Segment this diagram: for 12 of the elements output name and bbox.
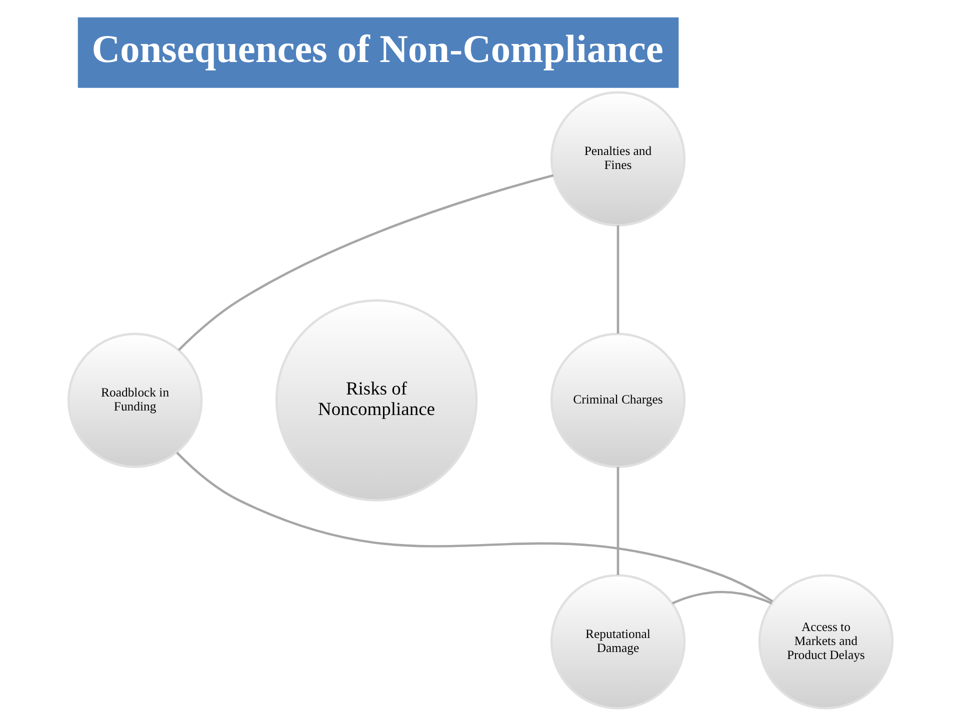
connector	[176, 452, 773, 602]
diagram-title: Consequences of Non-Compliance	[91, 28, 663, 72]
node-circle: Risks of Noncompliance	[274, 299, 478, 502]
connector	[616, 466, 619, 575]
node-circle: Penalties and Fines	[550, 91, 686, 226]
connector	[616, 225, 619, 334]
connector	[177, 174, 554, 351]
node-circle: Reputational Damage	[550, 574, 686, 710]
node-circle: Access to Markets and Product Delays	[758, 574, 894, 710]
node-circle: Criminal Charges	[550, 332, 686, 468]
connector	[671, 590, 772, 604]
node-circle: Roadblock in Funding	[66, 332, 202, 468]
